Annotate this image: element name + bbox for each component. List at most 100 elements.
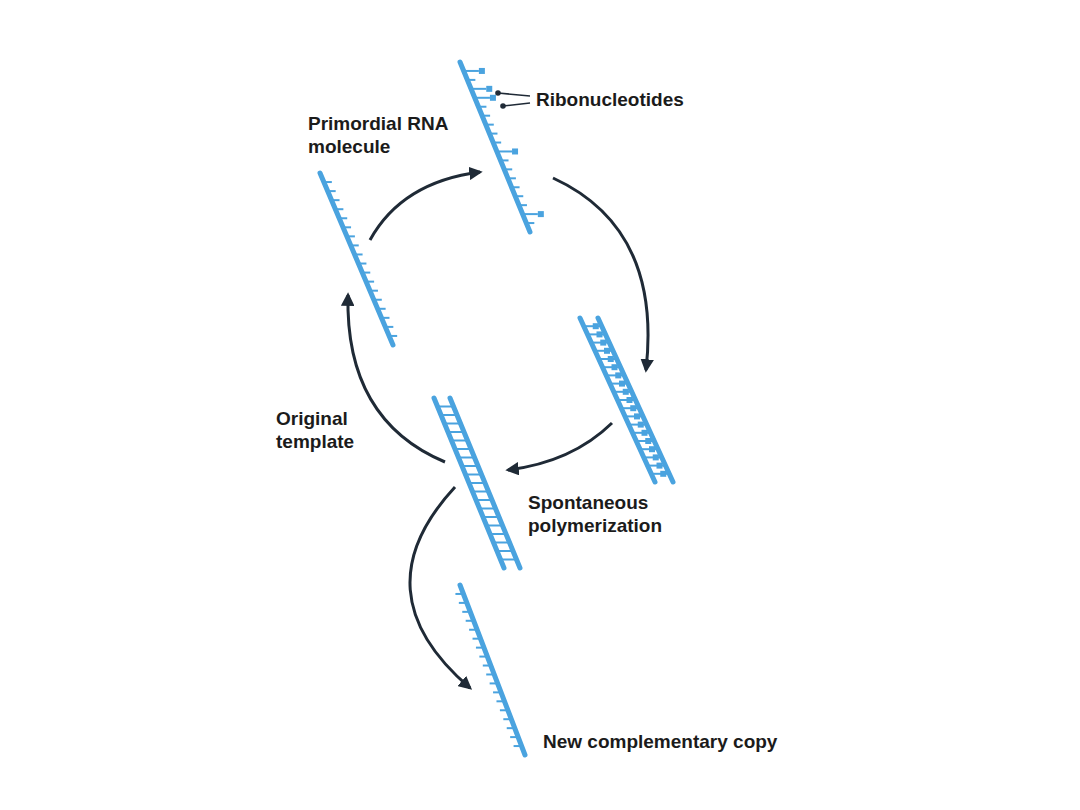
label: Ribonucleotides [536, 89, 684, 112]
nucleotide-tick [493, 142, 501, 144]
nucleotide-base [479, 68, 485, 74]
nucleotide-tick [478, 106, 486, 108]
nucleotide-base [597, 331, 603, 337]
nucleotide-tick [455, 593, 463, 595]
nucleotide-tick [343, 226, 351, 228]
nucleotide-tick [503, 718, 511, 720]
leader-line [498, 93, 530, 96]
nucleotide-base [634, 413, 640, 419]
nucleotide-tick [374, 299, 382, 301]
nucleotide-tick [489, 133, 497, 135]
nucleotide-tick [467, 79, 475, 81]
nucleotide-tick [355, 253, 363, 255]
nucleotide-tick [370, 290, 378, 292]
label: Primordial RNA molecule [308, 113, 448, 159]
nucleotide-tick [351, 244, 359, 246]
nucleotide-base [615, 372, 621, 378]
rna-backbone [460, 62, 530, 232]
nucleotide-tick [466, 620, 474, 622]
cycle-arrow [508, 423, 612, 470]
nucleotide-tick [500, 709, 508, 711]
nucleotide-tick [486, 124, 494, 126]
nucleotide-tick [508, 177, 516, 179]
nucleotide-tick [504, 168, 512, 170]
nucleotide-base [538, 211, 544, 217]
nucleotide-base [486, 86, 492, 92]
nucleotide-tick [358, 263, 366, 265]
nucleotide-tick [515, 195, 523, 197]
nucleotide-tick [385, 326, 393, 328]
nucleotide-tick [514, 745, 522, 747]
rna-backbone [598, 318, 673, 482]
nucleotide-tick [483, 665, 491, 667]
nucleotide-base [630, 405, 636, 411]
leader-lines [496, 91, 530, 108]
nucleotide-tick [490, 682, 498, 684]
rna-backbone [460, 585, 525, 755]
nucleotide-tick [510, 736, 518, 738]
nucleotide-base [619, 381, 625, 387]
nucleotide-base [490, 95, 496, 101]
nucleotide-tick [473, 638, 481, 640]
cycle-arrow [348, 295, 445, 462]
nucleotide-tick [501, 159, 509, 161]
nucleotide-tick [328, 190, 336, 192]
nucleotide-tick [335, 208, 343, 210]
nucleotide-base [660, 471, 666, 477]
nucleotide-tick [339, 217, 347, 219]
nucleotide-base [649, 446, 655, 452]
rna-backbone [320, 173, 393, 345]
cycle-arrow [410, 487, 470, 688]
leader-dot [496, 91, 500, 95]
nucleotide-tick [475, 97, 490, 99]
cycle-arrows [348, 172, 648, 688]
nucleotide-tick [362, 272, 370, 274]
nucleotide-tick [366, 281, 374, 283]
nucleotide-base [600, 340, 606, 346]
nucleotide-tick [381, 317, 389, 319]
nucleotide-tick [347, 235, 355, 237]
nucleotide-tick [493, 691, 501, 693]
nucleotide-base [608, 356, 614, 362]
nucleotide-tick [459, 602, 467, 604]
rna-strands [320, 62, 673, 755]
rna-backbone [580, 318, 655, 482]
label: Original template [276, 408, 376, 454]
nucleotide-base [627, 397, 633, 403]
nucleotide-tick [512, 186, 520, 188]
nucleotide-tick [332, 199, 340, 201]
nucleotide-base [612, 364, 618, 370]
nucleotide-tick [471, 88, 486, 90]
nucleotide-base [642, 430, 648, 436]
nucleotide-base [657, 463, 663, 469]
nucleotide-tick [496, 700, 504, 702]
nucleotide-base [593, 323, 599, 329]
nucleotide-tick [507, 727, 515, 729]
nucleotide-tick [497, 150, 512, 152]
nucleotide-tick [469, 629, 477, 631]
nucleotide-tick [378, 308, 386, 310]
nucleotide-base [638, 422, 644, 428]
nucleotide-tick [476, 647, 484, 649]
label: New complementary copy [543, 731, 777, 754]
nucleotide-base [623, 389, 629, 395]
nucleotide-tick [519, 204, 527, 206]
cycle-arrow [370, 172, 480, 240]
nucleotide-base [645, 438, 651, 444]
rna-backbone [434, 398, 504, 568]
nucleotide-tick [389, 335, 397, 337]
leader-line [503, 103, 530, 106]
nucleotide-tick [324, 181, 332, 183]
nucleotide-tick [526, 222, 534, 224]
nucleotide-tick [482, 115, 490, 117]
nucleotide-base [512, 148, 518, 154]
nucleotide-tick [462, 611, 470, 613]
cycle-arrow [553, 178, 648, 370]
label: Spontaneous polymerization [528, 492, 688, 538]
nucleotide-tick [486, 673, 494, 675]
leader-dot [501, 104, 505, 108]
rna-backbone [450, 398, 520, 568]
nucleotide-tick [464, 70, 479, 72]
